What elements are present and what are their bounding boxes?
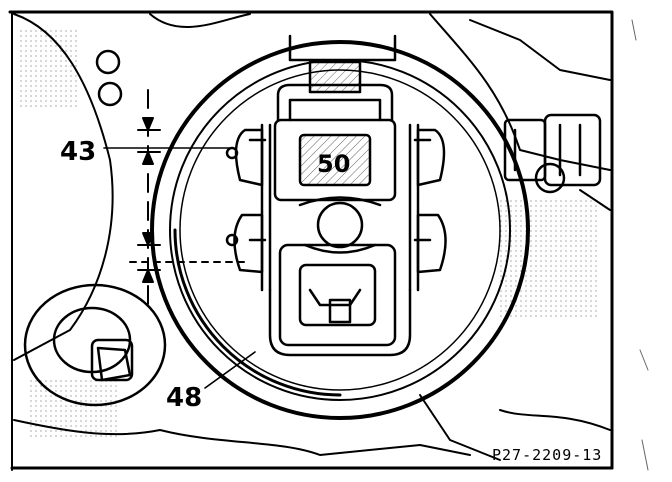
circular-housing bbox=[150, 40, 530, 420]
cast-texture bbox=[20, 30, 600, 440]
callout-50: 50 bbox=[317, 150, 350, 178]
callout-43: 43 bbox=[60, 137, 96, 167]
scan-artifacts bbox=[631, 19, 649, 471]
mounting-boss bbox=[23, 283, 167, 407]
brush-holder-assembly bbox=[225, 83, 447, 357]
connector-plug bbox=[503, 113, 602, 194]
dimension-markers bbox=[129, 89, 251, 306]
top-lug bbox=[288, 34, 397, 94]
figure-reference-code: P27-2209-13 bbox=[492, 446, 602, 464]
callout-leaders bbox=[103, 147, 256, 389]
frame bbox=[8, 10, 614, 471]
callout-48: 48 bbox=[166, 383, 202, 413]
mounting-holes bbox=[95, 49, 123, 107]
